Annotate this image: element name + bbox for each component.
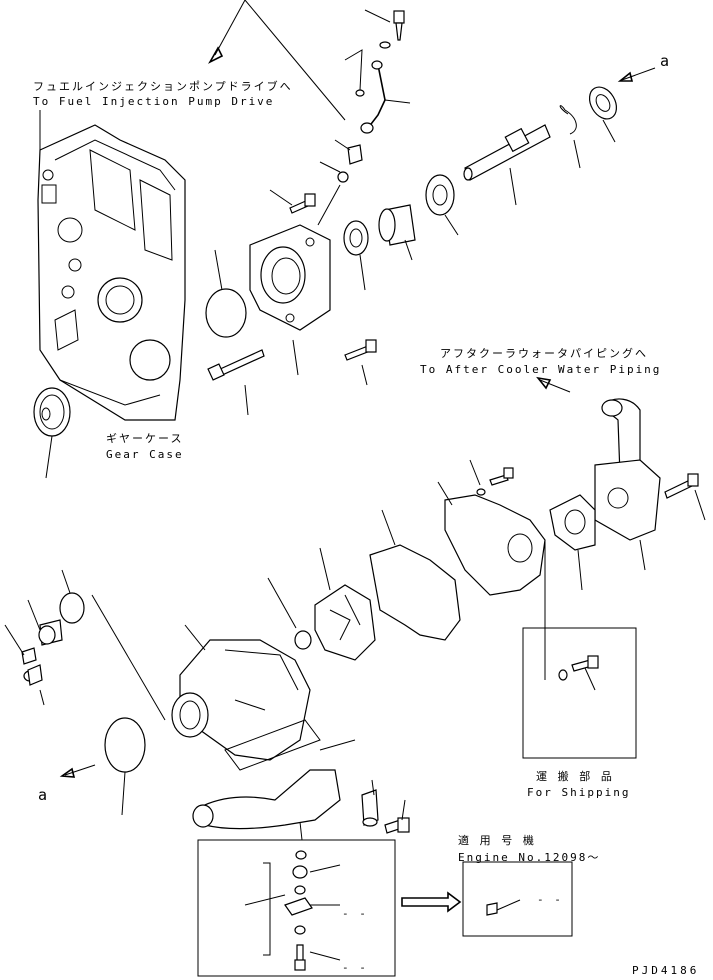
cover-gasket — [369, 509, 461, 641]
long-bolt — [207, 349, 265, 416]
aftercooler-connector — [536, 376, 706, 571]
pump-drive-housing — [249, 184, 341, 376]
pump-small-parts — [4, 569, 166, 721]
water-outlet-elbow — [192, 739, 356, 841]
label-fuel-pump-en: To Fuel Injection Pump Drive — [33, 95, 275, 108]
lube-tube-assembly — [319, 9, 411, 183]
label-gearcase-jp: ギヤーケース — [106, 432, 184, 445]
reference-arrow-a-top — [617, 67, 656, 82]
ref-letter-a-bottom: a — [38, 786, 48, 804]
drive-gear — [33, 387, 71, 479]
cover-plate — [437, 459, 546, 596]
label-applicable-jp: 適 用 号 機 — [458, 834, 536, 847]
impeller — [314, 547, 376, 661]
label-aftercooler-jp: アフタクーラウォータパイピングへ — [440, 347, 648, 360]
impeller-nut — [267, 577, 312, 650]
housing-bolt — [344, 339, 377, 386]
label-shipping-jp: 運 搬 部 品 — [536, 770, 614, 783]
dash-mark-1: - - — [342, 907, 368, 920]
ref-letter-a-top: a — [660, 52, 670, 70]
applicable-parts-box — [197, 839, 462, 977]
label-fuel-pump-jp: フュエルインジェクションポンプドライブへ — [33, 80, 293, 93]
label-aftercooler-en: To After Cooler Water Piping — [420, 363, 662, 376]
gear-case — [37, 110, 186, 421]
dash-mark-3: - - — [537, 893, 563, 906]
reference-arrow-a-bottom — [59, 764, 96, 778]
label-gearcase-en: Gear Case — [106, 448, 184, 461]
drawing-code: PJD4186 — [632, 964, 700, 977]
arrow-to-fuel-pump — [207, 0, 346, 121]
dash-mark-2: - - — [342, 961, 368, 974]
shaft-assembly — [343, 86, 618, 291]
o-ring-pump — [104, 717, 146, 816]
water-pump-body — [171, 624, 321, 771]
o-ring-drive — [205, 249, 247, 338]
label-applicable-en: Engine No.12098～ — [458, 851, 601, 864]
label-shipping-en: For Shipping — [527, 786, 631, 799]
spacer-bolt — [361, 779, 410, 834]
upper-housing-bolt — [269, 189, 316, 214]
shipping-parts-box — [522, 540, 637, 759]
block-gasket — [549, 494, 596, 591]
later-engine-box — [462, 861, 573, 937]
